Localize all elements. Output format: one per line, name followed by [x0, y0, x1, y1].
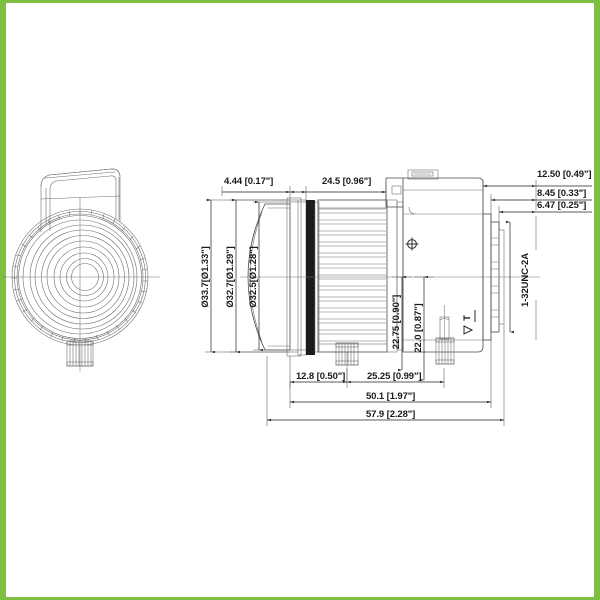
dim-57-9-label: 57.9 [2.28"] [366, 409, 415, 420]
dim-dia-32-5: Ø32.5[Ø1.28"] [248, 200, 306, 352]
side-view-top-connector [407, 169, 439, 180]
border-accent-left [0, 0, 6, 600]
side-view-zoom-barrel [317, 199, 388, 353]
front-view [3, 168, 160, 372]
side-view-zoom-knob [335, 342, 359, 380]
dim-24-5-label: 24.5 [0.96"] [322, 176, 371, 187]
front-view-adjust-knob [66, 340, 94, 367]
dim-8-45: 8.45 [0.33"] [490, 188, 592, 222]
dim-12-50: 12.50 [0.49"] [482, 169, 592, 214]
note-thread: 1-32UNC-2A [505, 216, 537, 340]
side-view-iris-knob [435, 305, 455, 365]
dim-6-47: 6.47 [0.25"] [498, 200, 592, 230]
dim-12-50-label: 12.50 [0.49"] [537, 169, 591, 180]
dim-dia-32-5-label: Ø32.5[Ø1.28"] [248, 246, 259, 307]
dim-dia-32-7-label: Ø32.7[Ø1.29"] [225, 246, 236, 307]
dim-8-45-label: 8.45 [0.33"] [537, 188, 586, 199]
dim-4-44: 4.44 [0.17"] [221, 176, 307, 206]
dim-dia-33-7: Ø33.7[Ø1.33"] [200, 198, 290, 354]
border-accent-right [594, 0, 600, 600]
dim-dia-32-7: Ø32.7[Ø1.29"] [225, 198, 298, 354]
dim-57-9: 57.9 [2.28"] [266, 324, 505, 426]
dim-6-47-label: 6.47 [0.25"] [537, 200, 586, 211]
dim-25-25: 25.25 [0.99"] [347, 368, 445, 388]
dim-dia-33-7-label: Ø33.7[Ø1.33"] [200, 246, 211, 307]
dim-12-8-label: 12.8 [0.50"] [296, 371, 345, 382]
front-view-bracket [40, 168, 121, 232]
dim-22-75-label: 22.75 [0.90"] [391, 295, 402, 349]
dim-25-25-label: 25.25 [0.99"] [367, 371, 421, 382]
marker-t: T [462, 310, 476, 335]
border-accent-top [0, 0, 600, 3]
dim-50-1: 50.1 [1.97"] [289, 336, 492, 408]
front-view-centerlines [3, 197, 160, 372]
dim-4-44-label: 4.44 [0.17"] [224, 176, 273, 187]
dim-50-1-label: 50.1 [1.97"] [366, 391, 415, 402]
dim-22-75: 22.75 [0.90"] [391, 275, 412, 372]
dim-24-5: 24.5 [0.96"] [306, 176, 387, 200]
dim-22-0-label: 22.0 [0.87"] [413, 303, 424, 352]
body-target-mark [405, 237, 419, 251]
marker-t-label: T [462, 315, 473, 321]
dim-22-0: 22.0 [0.87"] [413, 275, 434, 382]
border-accent-bottom [0, 597, 600, 600]
note-thread-label: 1-32UNC-2A [520, 253, 531, 307]
side-view [240, 169, 540, 380]
